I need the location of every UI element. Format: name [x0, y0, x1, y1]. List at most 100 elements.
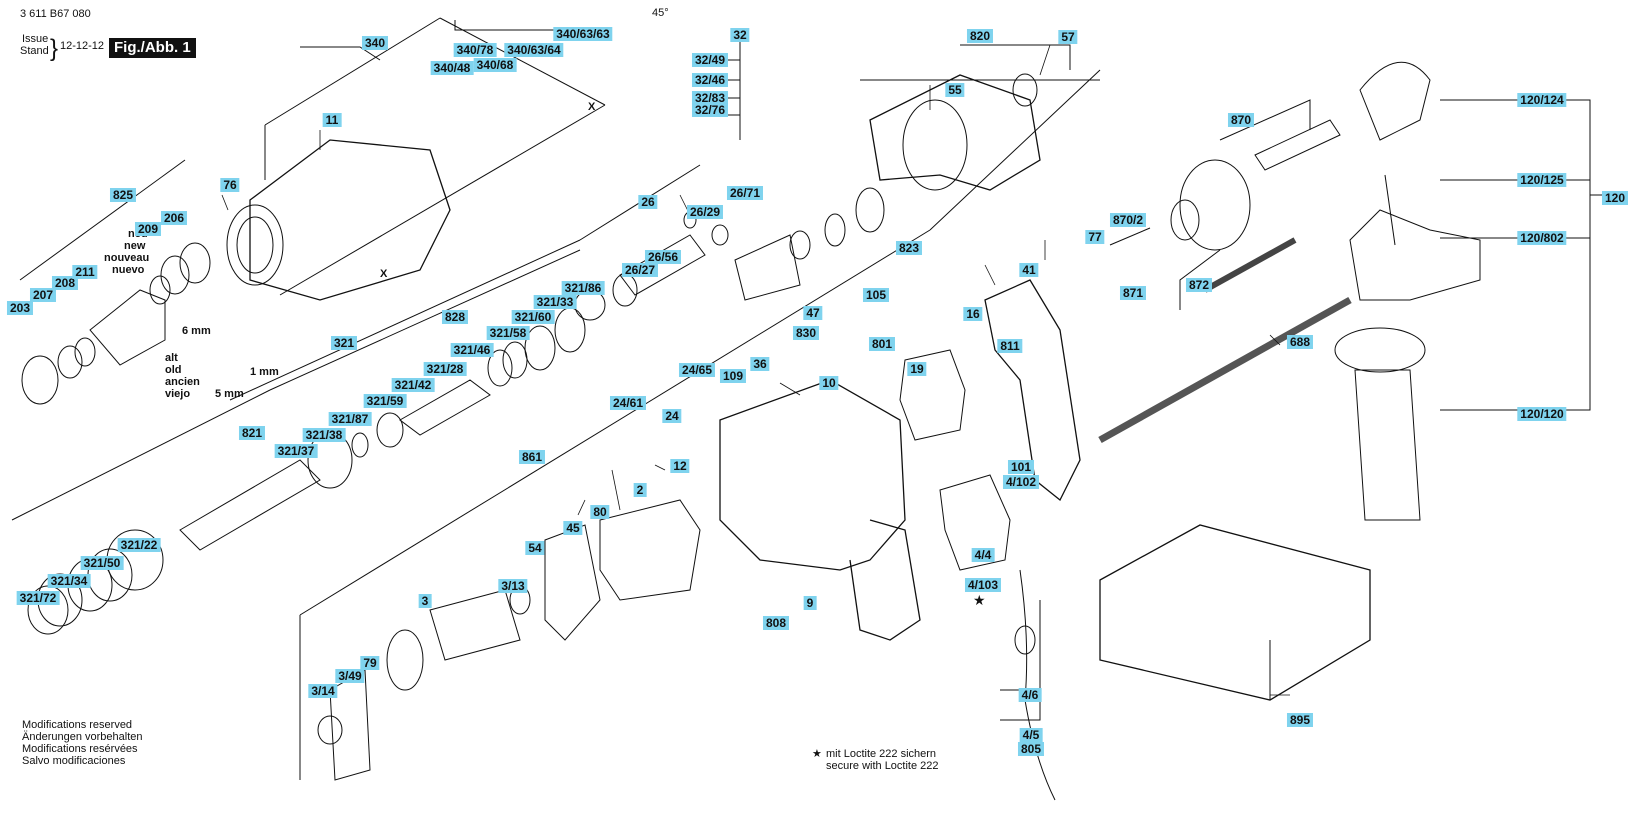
- part-label[interactable]: 203: [6, 301, 34, 315]
- part-label[interactable]: 321/72: [16, 591, 60, 605]
- part-label[interactable]: 19: [907, 362, 927, 376]
- part-label[interactable]: 120/802: [1517, 231, 1567, 245]
- part-label[interactable]: 16: [963, 307, 983, 321]
- part-label[interactable]: 821: [238, 426, 266, 440]
- part-label[interactable]: 11: [322, 113, 342, 127]
- part-label[interactable]: 207: [29, 288, 57, 302]
- part-label[interactable]: 321/22: [117, 538, 161, 552]
- part-label[interactable]: 321/38: [302, 428, 346, 442]
- part-label[interactable]: 871: [1119, 286, 1147, 300]
- part-label[interactable]: 26/29: [686, 205, 724, 219]
- variant-old-1: old: [165, 364, 182, 376]
- part-label[interactable]: 823: [895, 241, 923, 255]
- part-label[interactable]: 870/2: [1109, 213, 1147, 227]
- part-label[interactable]: 321/87: [328, 412, 372, 426]
- part-label[interactable]: 9: [803, 596, 817, 610]
- part-label[interactable]: 26/56: [644, 250, 682, 264]
- issue-label: Issue: [22, 33, 49, 45]
- part-label[interactable]: 76: [220, 178, 240, 192]
- part-label[interactable]: 321/28: [423, 362, 467, 376]
- part-label[interactable]: 32/83: [691, 91, 729, 105]
- part-label[interactable]: 55: [945, 83, 965, 97]
- loctite-note-de: mit Loctite 222 sichern: [826, 748, 937, 760]
- part-label[interactable]: 861: [518, 450, 546, 464]
- part-label[interactable]: 41: [1019, 263, 1039, 277]
- part-label[interactable]: 321/42: [391, 378, 435, 392]
- part-label[interactable]: 830: [792, 326, 820, 340]
- part-label[interactable]: 870: [1227, 113, 1255, 127]
- part-label[interactable]: 57: [1058, 30, 1078, 44]
- part-label[interactable]: 340/63/64: [504, 43, 564, 57]
- part-label[interactable]: 211: [72, 265, 98, 279]
- part-label[interactable]: 801: [868, 337, 896, 351]
- part-label[interactable]: 206: [160, 211, 188, 225]
- part-label[interactable]: 45: [563, 521, 583, 535]
- part-label[interactable]: 24/65: [678, 363, 716, 377]
- loctite-star: ★: [812, 748, 822, 760]
- note-mod-1: Änderungen vorbehalten: [22, 731, 143, 743]
- part-label[interactable]: 3/49: [335, 669, 365, 683]
- part-label[interactable]: 54: [525, 541, 545, 555]
- part-label[interactable]: 4/5: [1019, 728, 1043, 742]
- part-label[interactable]: 101: [1007, 460, 1035, 474]
- part-label[interactable]: 109: [719, 369, 747, 383]
- part-label[interactable]: 47: [803, 306, 823, 320]
- part-label[interactable]: 321/46: [450, 343, 494, 357]
- part-label[interactable]: 120/124: [1517, 93, 1567, 107]
- part-label[interactable]: 321/33: [533, 295, 577, 309]
- part-label[interactable]: 321/86: [561, 281, 605, 295]
- part-label[interactable]: 872: [1185, 278, 1213, 292]
- part-label[interactable]: 321: [330, 336, 358, 350]
- part-label[interactable]: 36: [750, 357, 770, 371]
- part-label[interactable]: 321/59: [363, 394, 407, 408]
- part-label[interactable]: 32/49: [691, 53, 729, 67]
- part-label[interactable]: 80: [590, 505, 610, 519]
- part-label[interactable]: 26/27: [621, 263, 659, 277]
- part-label[interactable]: 321/37: [274, 444, 318, 458]
- part-label[interactable]: 26/71: [726, 186, 764, 200]
- part-label[interactable]: 340/68: [473, 58, 517, 72]
- part-label[interactable]: 805: [1017, 742, 1045, 756]
- part-label[interactable]: 120/120: [1517, 407, 1567, 421]
- part-label[interactable]: 24/61: [609, 396, 647, 410]
- part-label[interactable]: 120/125: [1517, 173, 1567, 187]
- part-label[interactable]: 895: [1286, 713, 1314, 727]
- part-label[interactable]: 26: [638, 195, 658, 209]
- part-label[interactable]: 208: [51, 276, 79, 290]
- part-label[interactable]: 77: [1085, 230, 1105, 244]
- part-label[interactable]: 321/60: [511, 310, 555, 324]
- part-label[interactable]: 321/34: [47, 574, 91, 588]
- part-label[interactable]: 32/76: [691, 103, 729, 117]
- variant-old-2: ancien: [165, 376, 200, 388]
- part-label[interactable]: 340/48: [430, 61, 474, 75]
- part-label[interactable]: 105: [862, 288, 890, 302]
- part-label[interactable]: 12: [670, 459, 690, 473]
- part-label[interactable]: 825: [109, 188, 137, 202]
- part-label[interactable]: 321/58: [486, 326, 530, 340]
- part-label[interactable]: 2: [633, 483, 647, 497]
- part-label[interactable]: 340/63/63: [553, 27, 613, 41]
- part-label[interactable]: 811: [997, 339, 1023, 353]
- part-label[interactable]: 10: [819, 376, 839, 390]
- part-label[interactable]: 24: [662, 409, 682, 423]
- part-label[interactable]: 808: [762, 616, 790, 630]
- part-label[interactable]: 4/4: [971, 548, 995, 562]
- part-label[interactable]: 32: [730, 28, 750, 42]
- part-label[interactable]: 32/46: [691, 73, 729, 87]
- part-label[interactable]: 3/13: [498, 579, 528, 593]
- part-label[interactable]: 688: [1286, 335, 1314, 349]
- part-label[interactable]: 4/102: [1002, 475, 1040, 489]
- part-label[interactable]: 828: [441, 310, 469, 324]
- part-label[interactable]: 3: [418, 594, 432, 608]
- note-mod-3: Salvo modificaciones: [22, 755, 126, 767]
- part-label[interactable]: 79: [360, 656, 380, 670]
- part-label[interactable]: 4/6: [1018, 688, 1042, 702]
- part-label[interactable]: 340/78: [453, 43, 497, 57]
- part-label[interactable]: 340: [361, 36, 389, 50]
- part-label[interactable]: 3/14: [308, 684, 338, 698]
- part-label[interactable]: 820: [966, 29, 994, 43]
- part-label[interactable]: 4/103: [964, 578, 1002, 592]
- part-label[interactable]: 321/50: [80, 556, 124, 570]
- note-mod-0: Modifications reserved: [22, 719, 133, 731]
- part-label[interactable]: 120: [1601, 191, 1629, 205]
